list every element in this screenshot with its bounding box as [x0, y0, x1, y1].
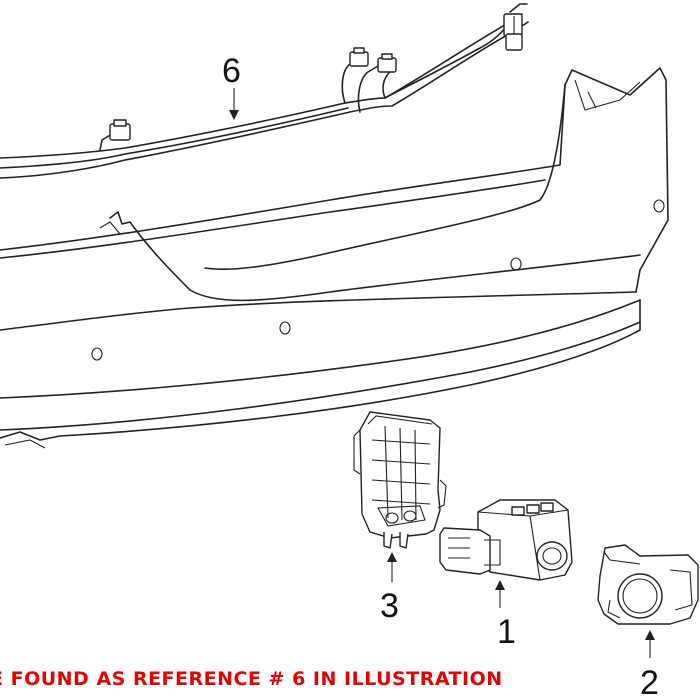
harness-connector-left: [109, 119, 131, 141]
sensor-retainer-bracket: [353, 411, 447, 549]
callout-6: 6: [222, 52, 241, 90]
callout-1: 1: [497, 613, 516, 651]
harness-connector-center-b: [377, 53, 397, 73]
arrow-2: [645, 630, 655, 658]
wiring-harness: [0, 13, 529, 179]
callout-3: 3: [380, 587, 399, 625]
arrow-1: [495, 580, 505, 608]
harness-connector-center-a: [349, 47, 369, 67]
reference-note: E FOUND AS REFERENCE # 6 IN ILLUSTRATION: [0, 668, 503, 690]
sensor-holder: [597, 544, 699, 625]
callout-2: 2: [640, 664, 659, 700]
arrow-6: [229, 88, 239, 120]
bumper-cover: [0, 67, 669, 449]
harness-connector-right: [503, 3, 528, 51]
parking-sensor: [439, 499, 573, 581]
arrow-3: [387, 552, 397, 582]
